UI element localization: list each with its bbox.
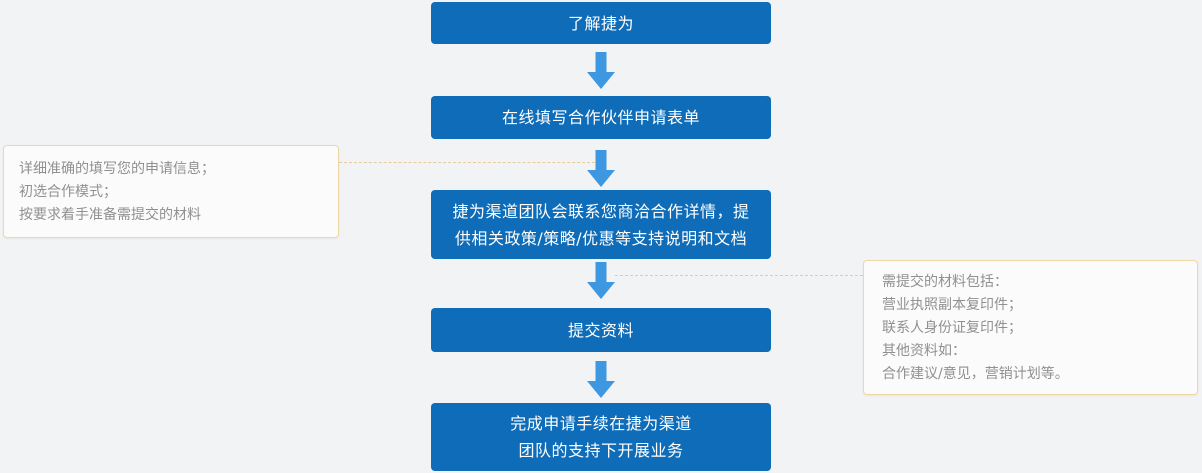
note-line: 合作建议/意见，营销计划等。 — [882, 366, 1069, 382]
flow-step-label-line: 团队的支持下开展业务 — [518, 441, 684, 460]
note-line: 初选合作模式； — [19, 184, 117, 200]
flow-step-complete-and-start-business: 完成申请手续在捷为渠道 团队的支持下开展业务 — [431, 403, 771, 471]
flow-step-know-jiewei: 了解捷为 — [431, 2, 771, 44]
down-arrow-icon — [587, 52, 615, 89]
note-line: 联系人身份证复印件； — [882, 320, 1022, 336]
flow-step-label: 了解捷为 — [567, 13, 634, 33]
note-line: 详细准确的填写您的申请信息； — [19, 161, 215, 177]
flow-step-channel-team-contact: 捷为渠道团队会联系您商洽合作详情，提 供相关政策/策略/优惠等支持说明和文档 — [431, 190, 771, 259]
down-arrow-icon — [587, 361, 615, 398]
flow-step-label: 在线填写合作伙伴申请表单 — [501, 108, 700, 127]
note-line: 其他资料如： — [882, 343, 966, 359]
down-arrow-icon — [587, 262, 615, 299]
dashed-connector-left — [339, 162, 595, 163]
note-application-tips: 详细准确的填写您的申请信息； 初选合作模式； 按要求着手准备需提交的材料 — [3, 145, 339, 238]
flow-step-label-line: 完成申请手续在捷为渠道 — [510, 414, 692, 433]
note-required-materials: 需提交的材料包括： 营业执照副本复印件； 联系人身份证复印件； 其他资料如： 合… — [863, 260, 1198, 395]
flow-step-online-application-form: 在线填写合作伙伴申请表单 — [431, 96, 771, 139]
note-line: 按要求着手准备需提交的材料 — [19, 207, 201, 223]
flow-step-submit-materials: 提交资料 — [431, 308, 771, 352]
note-line: 营业执照副本复印件； — [882, 297, 1022, 313]
flow-step-label: 提交资料 — [567, 320, 634, 340]
dashed-connector-right — [615, 275, 863, 276]
flow-step-label-line: 供相关政策/策略/优惠等支持说明和文档 — [454, 228, 748, 248]
down-arrow-icon — [587, 150, 615, 187]
flow-step-label-line: 捷为渠道团队会联系您商洽合作详情，提 — [452, 201, 750, 221]
note-line: 需提交的材料包括： — [882, 274, 1008, 290]
